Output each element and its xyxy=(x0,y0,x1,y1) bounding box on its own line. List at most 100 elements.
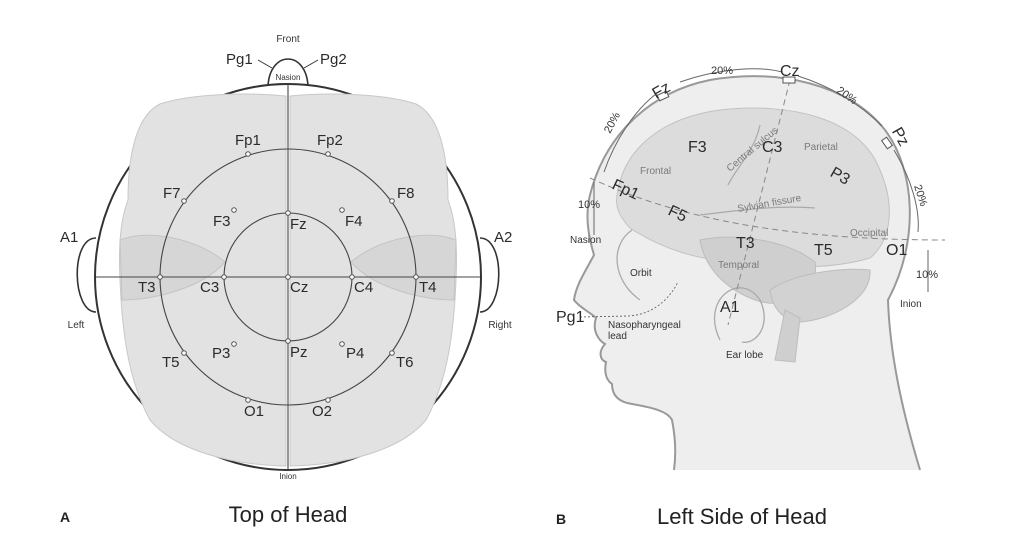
panel-b-letter: B xyxy=(556,511,566,527)
left-label: Left xyxy=(68,320,85,331)
nasopharyngeal-lead-line xyxy=(579,315,629,318)
arrow-cz-pz xyxy=(797,75,883,127)
label-frontal: Frontal xyxy=(640,166,671,177)
electrode-p4: P4 xyxy=(346,345,364,362)
dot-fz xyxy=(285,210,291,216)
horizontal-dashed-line xyxy=(589,177,946,241)
arrow-pz-o1 xyxy=(893,149,919,233)
dot-fp2 xyxy=(325,151,331,157)
side-electrode-c3: C3 xyxy=(762,139,783,156)
electrode-pg2: Pg2 xyxy=(320,51,347,68)
arrow-fz-cz xyxy=(679,68,783,83)
dot-o1 xyxy=(245,397,251,403)
temporal-lobe-right xyxy=(350,234,457,301)
electrode-fz: Fz xyxy=(290,216,307,233)
dot-p4 xyxy=(339,341,345,347)
electrode-t5: T5 xyxy=(162,354,180,371)
dot-cz xyxy=(285,274,291,280)
dot-c3 xyxy=(221,274,227,280)
measurement-arrows xyxy=(593,68,929,292)
electrode-cz: Cz xyxy=(290,279,308,296)
coronal-dashed-line xyxy=(727,79,791,326)
side-electrode-t5: T5 xyxy=(814,242,833,259)
pct-nasion-fp1: 10% xyxy=(578,199,600,211)
inion-label: Inion xyxy=(279,472,296,481)
dot-f7 xyxy=(181,198,187,204)
dot-o2 xyxy=(325,397,331,403)
panel-b: 20% 20% 20% 20% 10% 10% Frontal Parietal… xyxy=(556,63,946,529)
electrode-f3: F3 xyxy=(213,213,231,230)
marker-cz xyxy=(782,76,796,84)
side-electrode-a1: A1 xyxy=(720,299,740,316)
pct-fp1-fz: 20% xyxy=(602,110,623,135)
central-sulcus-line xyxy=(727,124,761,186)
panel-a-title: Top of Head xyxy=(229,502,348,527)
side-electrode-pg1: Pg1 xyxy=(556,309,585,326)
label-parietal: Parietal xyxy=(804,142,838,153)
cerebellum-side xyxy=(769,268,871,323)
left-ear-shape xyxy=(76,237,97,313)
dot-f8 xyxy=(389,198,395,204)
electrode-c4: C4 xyxy=(354,279,373,296)
nose-shape xyxy=(267,58,309,87)
nasion-label: Nasion xyxy=(276,73,301,82)
electrode-t3: T3 xyxy=(138,279,156,296)
electrode-fp1: Fp1 xyxy=(235,132,261,149)
label-ear-lobe: Ear lobe xyxy=(726,350,764,361)
pct-fz-cz: 20% xyxy=(711,65,733,77)
side-electrode-cz: Cz xyxy=(780,63,800,80)
electrode-o1: O1 xyxy=(244,403,264,420)
arrow-fp1-fz xyxy=(603,93,657,173)
label-orbit: Orbit xyxy=(630,268,652,279)
dot-f4 xyxy=(339,207,345,213)
panel-a-letter: A xyxy=(60,509,70,525)
side-electrode-fz: Fz xyxy=(650,79,674,103)
side-electrode-o1: O1 xyxy=(886,242,907,259)
label-nasopharyngeal-1: Nasopharyngeal xyxy=(608,320,681,331)
electrode-fp2: Fp2 xyxy=(317,132,343,149)
right-ear-shape xyxy=(479,237,500,313)
dot-t5 xyxy=(181,350,187,356)
nasopharyngeal-lead-curve xyxy=(627,281,679,317)
dot-t4 xyxy=(413,274,419,280)
label-inion: Inion xyxy=(900,299,922,310)
label-temporal: Temporal xyxy=(718,260,759,271)
electrode-a2: A2 xyxy=(494,229,512,246)
electrode-pg1: Pg1 xyxy=(226,51,253,68)
front-label: Front xyxy=(276,34,300,45)
orbit-shape xyxy=(616,229,641,301)
marker-fz xyxy=(656,90,670,102)
electrode-f7: F7 xyxy=(163,185,181,202)
side-electrode-f3: F3 xyxy=(688,139,707,156)
dot-t3 xyxy=(157,274,163,280)
pct-o1-inion: 10% xyxy=(916,269,938,281)
electrode-pz: Pz xyxy=(290,344,308,361)
dot-c4 xyxy=(349,274,355,280)
label-nasopharyngeal-2: lead xyxy=(608,331,627,342)
brainstem-side xyxy=(774,309,801,363)
dot-f3 xyxy=(231,207,237,213)
pg2-lead xyxy=(303,59,319,69)
dot-pz xyxy=(285,338,291,344)
electrode-o2: O2 xyxy=(312,403,332,420)
ear-shape xyxy=(713,287,765,343)
electrode-t6: T6 xyxy=(396,354,414,371)
electrode-a1: A1 xyxy=(60,229,78,246)
dot-t6 xyxy=(389,350,395,356)
electrode-c3: C3 xyxy=(200,279,219,296)
brain-side xyxy=(616,107,890,268)
side-electrode-f5: F5 xyxy=(665,202,689,225)
dot-p3 xyxy=(231,341,237,347)
panel-b-title: Left Side of Head xyxy=(657,504,827,529)
dot-fp1 xyxy=(245,151,251,157)
sylvian-fissure-line xyxy=(699,206,816,216)
panel-a: Nasion Inion Front Left Right Pg1 Pg2 A1… xyxy=(60,34,512,527)
electrode-f4: F4 xyxy=(345,213,363,230)
pg1-lead xyxy=(257,59,273,69)
temporal-lobe-left xyxy=(119,234,226,301)
electrode-t4: T4 xyxy=(419,279,437,296)
label-occipital: Occipital xyxy=(850,228,888,239)
electrode-p3: P3 xyxy=(212,345,230,362)
